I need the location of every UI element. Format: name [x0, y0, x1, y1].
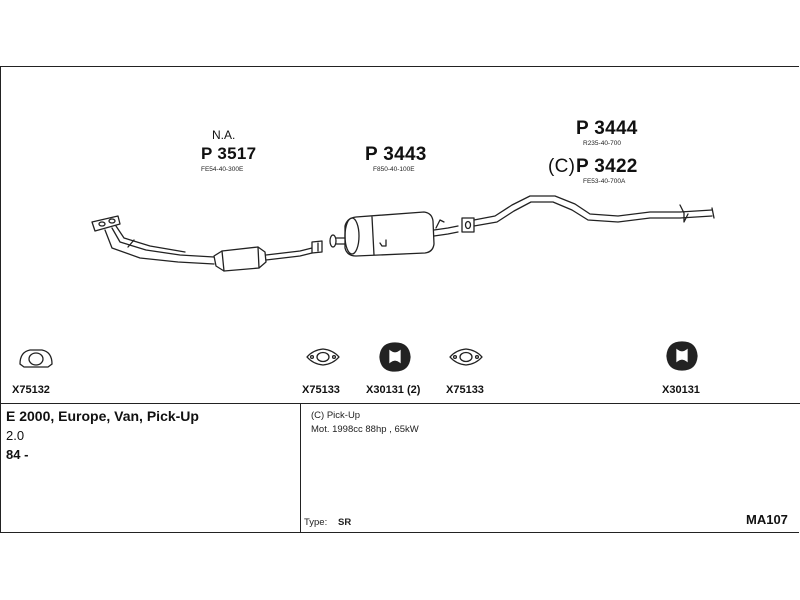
gasket-icon: [19, 349, 53, 368]
rear-alt-prefix: (C): [548, 156, 576, 177]
fitting-label: X75133: [446, 384, 484, 396]
rear-part-code: R235-40-700: [583, 140, 621, 147]
divider-horizontal: [0, 403, 800, 404]
rubber-hanger-icon: [379, 342, 411, 372]
rear-part-number: P 3444: [576, 118, 638, 139]
fitting-label: X75132: [12, 384, 50, 396]
fitting-label: X30131 (2): [366, 384, 421, 396]
gasket-icon: [449, 348, 483, 366]
catalog-id: MA107: [746, 512, 788, 527]
type-label: Type:: [304, 517, 328, 528]
divider-vertical: [300, 403, 301, 533]
motor-spec: Mot. 1998cc 88hp , 65kW: [311, 424, 419, 435]
front-pipe-drawing: [91, 215, 323, 272]
vehicle-engine: 2.0: [6, 428, 25, 443]
type-value: SR: [338, 517, 352, 528]
fitting-label: X30131: [662, 384, 700, 396]
middle-part-code: F850-40-100E: [373, 166, 415, 173]
rear-alt-part-code: FE53-40-700A: [583, 178, 626, 185]
front-note: N.A.: [212, 128, 236, 142]
rear-alt-part-number: P 3422: [576, 156, 638, 177]
vehicle-model: E 2000, Europe, Van, Pick-Up: [6, 408, 199, 424]
front-part-number: P 3517: [201, 144, 257, 163]
fitting-label: X75133: [302, 384, 340, 396]
variant-note: (C) Pick-Up: [311, 410, 361, 421]
middle-part-number: P 3443: [365, 144, 427, 165]
rear-pipe-drawing: [461, 195, 715, 233]
vehicle-year: 84 -: [6, 447, 29, 462]
middle-silencer-drawing: [329, 211, 459, 257]
rubber-hanger-icon: [666, 341, 698, 371]
diagram-frame: [0, 66, 799, 533]
front-part-code: FE54-40-300E: [201, 166, 244, 173]
gasket-icon: [306, 348, 340, 366]
